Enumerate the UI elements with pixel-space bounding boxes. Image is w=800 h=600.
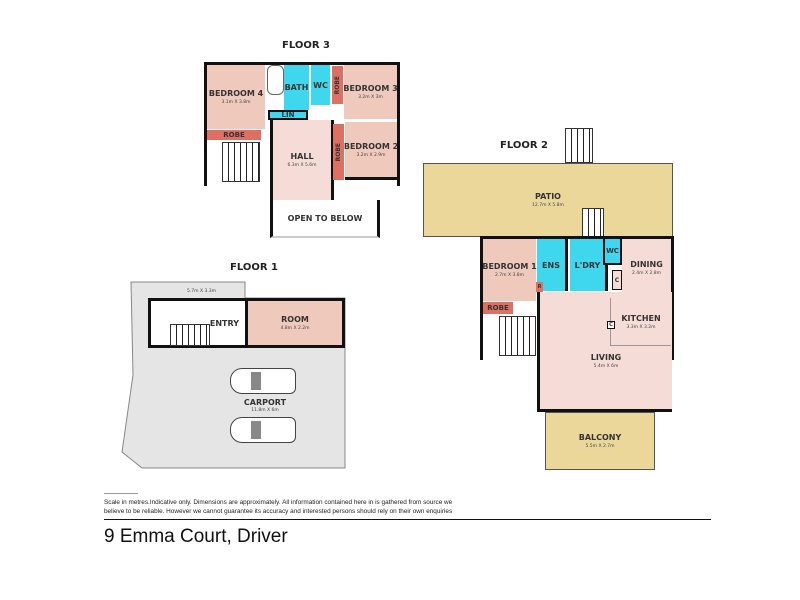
stairs	[222, 142, 260, 182]
disclaimer: Scale in metres.Indicative only. Dimensi…	[104, 498, 452, 516]
bedroom4: BEDROOM 4 3.1m X 3.8m	[207, 65, 265, 129]
room-dims: 5.5m X 2.7m	[585, 444, 615, 449]
room-dims: 3.2m X 3m	[358, 95, 383, 100]
disclaimer-line: Scale in metres.Indicative only. Dimensi…	[104, 499, 453, 506]
stairs	[499, 316, 536, 356]
cupboard: C	[612, 270, 622, 290]
floor2-outline	[480, 236, 674, 360]
room-label: WC	[313, 80, 328, 90]
stairs	[565, 128, 593, 163]
room-label: LIVING	[590, 352, 622, 362]
room-label: KITCHEN	[621, 313, 661, 323]
room-label: LIN	[281, 111, 295, 119]
floor3-title: FLOOR 3	[282, 40, 330, 51]
wc: WC	[603, 239, 622, 265]
room-label: ROBE	[223, 131, 245, 139]
floor3-outline	[204, 62, 400, 186]
bathtub-icon	[267, 65, 284, 95]
dining: DINING 2.4m X 2.8m	[622, 239, 671, 297]
room-label: ENTRY	[209, 318, 239, 328]
room-dims: 3.1m X 3.8m	[221, 100, 251, 105]
bath: BATH	[284, 65, 309, 110]
robe: ROBE	[332, 66, 343, 104]
room-dims: 3.3m X 3.2m	[626, 324, 656, 330]
divider	[104, 519, 711, 520]
patio: PATIO 12.7m X 5.8m	[423, 163, 673, 237]
wc: WC	[311, 65, 330, 105]
room-dims: 4.8m X 2.2m	[280, 326, 310, 331]
scale-bar	[104, 491, 138, 494]
room-label: WC	[606, 247, 619, 255]
robe: ROBE	[483, 302, 513, 314]
room-label: C	[609, 322, 613, 328]
room-dims: 11.8m X 6m	[251, 407, 279, 413]
linen: LIN	[268, 110, 308, 120]
room-label: PATIO	[535, 192, 561, 201]
cupboard: C	[607, 321, 615, 329]
room-label: C	[614, 276, 620, 284]
floor1-title: FLOOR 1	[230, 262, 278, 273]
room-dims: 2.4m X 2.8m	[631, 271, 662, 276]
robe: ROBE	[207, 130, 261, 140]
open-to-below: OPEN TO BELOW	[270, 200, 380, 238]
car-icon	[230, 368, 296, 394]
room-label: BEDROOM 2	[343, 141, 399, 151]
room-label: R	[537, 284, 542, 290]
balcony: BALCONY 5.5m X 2.7m	[545, 412, 655, 470]
room-label: BEDROOM 3	[343, 84, 398, 93]
room-dims: 6.3m X 5.6m	[287, 163, 317, 168]
room-dims: 5.4m X 6m	[593, 363, 619, 369]
room-label: DINING	[630, 260, 663, 269]
stairs	[170, 324, 210, 346]
room-label: L'DRY	[574, 260, 601, 270]
bedroom1: BEDROOM 1 2.7m X 3.8m	[482, 239, 537, 301]
room-label: ENS	[542, 260, 560, 270]
car-icon	[230, 417, 296, 443]
room-label: OPEN TO BELOW	[287, 213, 363, 223]
robe-r: R	[536, 282, 543, 292]
room-dims: 12.7m X 5.8m	[532, 203, 564, 208]
disclaimer-line: believe to be reliable. However we canno…	[104, 508, 453, 515]
room-label: CARPORT	[243, 397, 287, 407]
floor2-title: FLOOR 2	[500, 140, 548, 151]
room-label: ROOM	[281, 315, 309, 324]
laundry: L'DRY	[570, 239, 608, 291]
room-label: BEDROOM 4	[208, 89, 264, 98]
room-label: ROBE	[487, 304, 509, 312]
bedroom3: BEDROOM 3 3.2m X 3m	[343, 65, 398, 119]
room-label: HALL	[290, 152, 314, 161]
room-dims: 5.7m X 3.3m	[187, 289, 217, 294]
room-label: BALCONY	[578, 433, 622, 442]
robe: ROBE	[333, 124, 344, 180]
room-dims: 2.7m X 3.8m	[494, 273, 525, 278]
room-label: BATH	[284, 83, 309, 92]
hall: HALL 6.3m X 5.6m	[270, 120, 334, 200]
property-address: 9 Emma Court, Driver	[104, 526, 288, 547]
room: ROOM 4.8m X 2.2m	[245, 298, 345, 348]
room-dims: 3.2m X 2.9m	[356, 152, 386, 158]
room-label: BEDROOM 1	[482, 262, 537, 271]
